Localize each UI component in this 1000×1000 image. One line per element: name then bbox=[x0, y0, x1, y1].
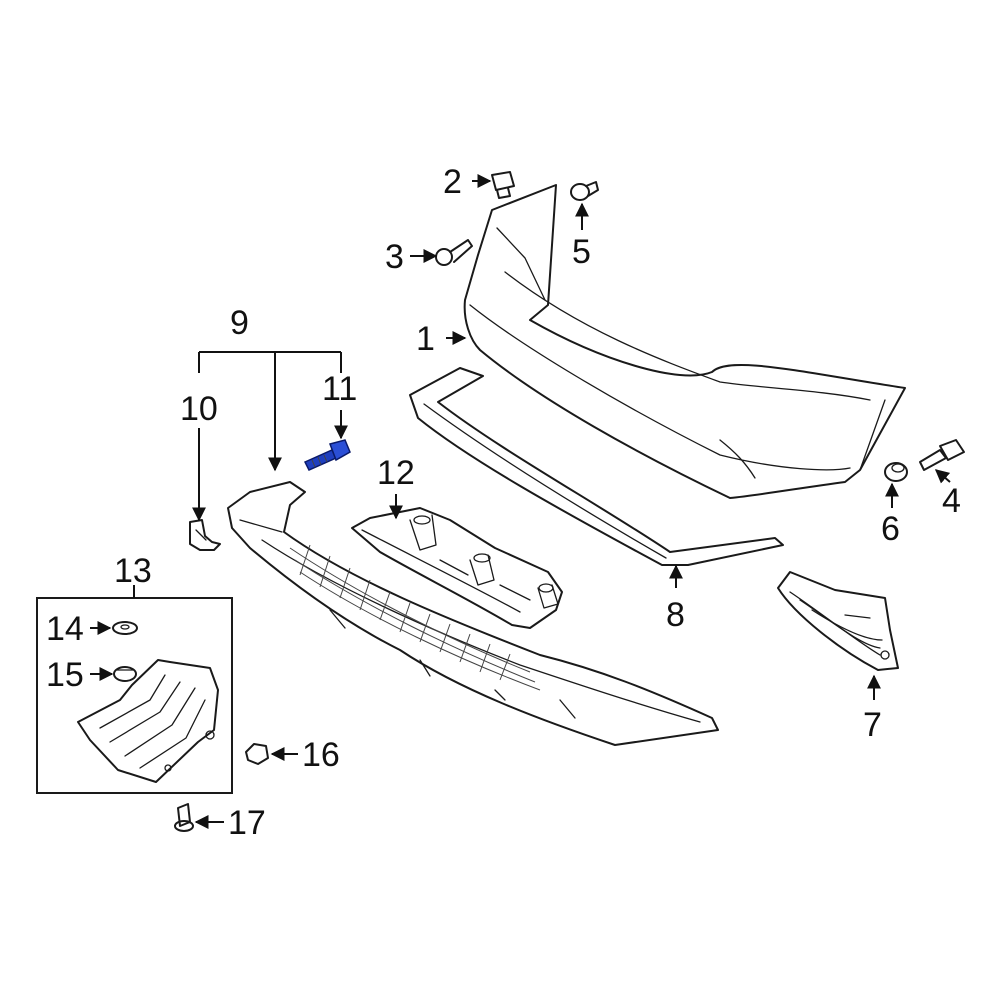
callout-9: 9 bbox=[230, 304, 249, 342]
callout-3: 3 bbox=[385, 238, 404, 276]
callout-11: 11 bbox=[322, 370, 357, 408]
grommet-6 bbox=[884, 462, 908, 482]
callout-15: 15 bbox=[46, 656, 84, 694]
callout-13: 13 bbox=[114, 552, 152, 590]
screw-17 bbox=[174, 803, 194, 832]
callout-17: 17 bbox=[228, 804, 266, 842]
nut-15 bbox=[113, 666, 137, 682]
leader-lines bbox=[90, 174, 951, 829]
bolt-highlighted bbox=[303, 439, 351, 471]
callout-5: 5 bbox=[572, 233, 591, 271]
callout-16: 16 bbox=[302, 736, 340, 774]
clip-5 bbox=[570, 181, 599, 201]
nut-14 bbox=[112, 621, 138, 635]
lower-diffuser bbox=[227, 481, 719, 746]
bumper-cover bbox=[463, 184, 906, 499]
callout-12: 12 bbox=[377, 454, 415, 492]
side-grille bbox=[777, 571, 899, 671]
callout-1: 1 bbox=[416, 320, 435, 358]
bolt-4 bbox=[919, 439, 965, 471]
callout-10: 10 bbox=[180, 390, 218, 428]
callout-14: 14 bbox=[46, 610, 84, 648]
callout-2: 2 bbox=[443, 163, 462, 201]
callout-6: 6 bbox=[881, 510, 900, 548]
callout-7: 7 bbox=[863, 706, 882, 744]
trim-strip bbox=[409, 367, 784, 566]
bracket-clip bbox=[189, 519, 221, 551]
nut-16 bbox=[245, 743, 269, 765]
screw-3 bbox=[435, 239, 473, 266]
callout-8: 8 bbox=[666, 596, 685, 634]
bolt-2 bbox=[491, 171, 515, 199]
underbody-panel bbox=[351, 507, 563, 629]
callout-4: 4 bbox=[942, 482, 961, 520]
